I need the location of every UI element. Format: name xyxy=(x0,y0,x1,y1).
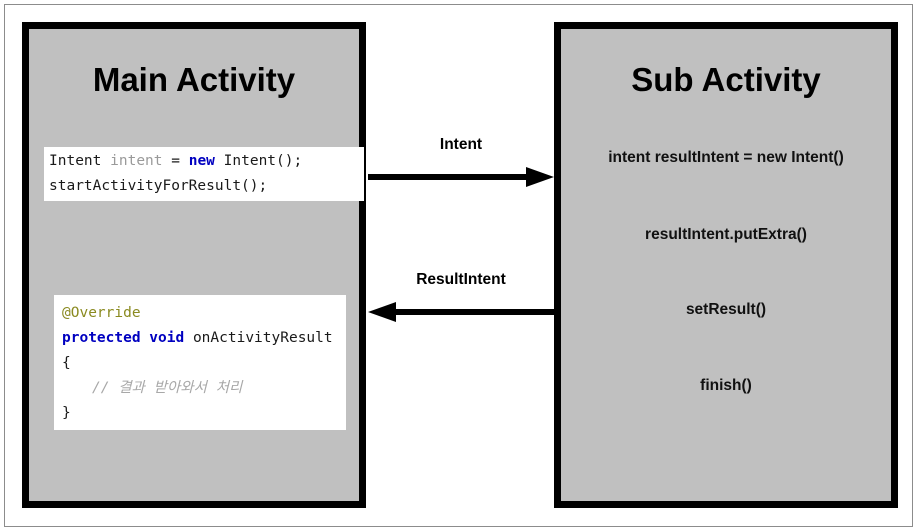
token-space xyxy=(101,153,110,169)
code-block-start-activity: Intent intent = new Intent(); startActiv… xyxy=(44,147,364,201)
code-line-start-activity-for-result: startActivityForResult(); xyxy=(49,178,268,194)
token-modifier-protected-void: protected void xyxy=(62,330,185,346)
token-ctor-call: Intent(); xyxy=(214,153,303,169)
code-block-on-activity-result: @Override protected void onActivityResul… xyxy=(54,295,346,430)
code-line-comment: // 결과 받아와서 처리 xyxy=(92,380,243,396)
code-line-brace-open: { xyxy=(62,355,71,371)
code-line-intent-decl: Intent intent = new Intent(); xyxy=(49,149,364,174)
sub-activity-step-put-extra: resultIntent.putExtra() xyxy=(645,226,807,243)
sub-activity-title: Sub Activity xyxy=(631,61,821,98)
code-line-override-annotation: @Override xyxy=(62,305,141,321)
main-activity-title: Main Activity xyxy=(92,61,296,98)
sub-activity-box: Sub Activity intent resultIntent = new I… xyxy=(554,22,898,508)
token-assign: = xyxy=(162,153,189,169)
code-line-brace-close: } xyxy=(62,405,71,421)
token-keyword-new: new xyxy=(188,153,215,169)
arrow-resultintent-label: ResultIntent xyxy=(416,271,506,288)
arrow-intent-group: Intent xyxy=(368,136,554,188)
sub-activity-step-set-result: setResult() xyxy=(685,301,767,318)
code-line-method-signature: protected void onActivityResult xyxy=(62,326,346,351)
arrow-resultintent-group: ResultIntent xyxy=(368,271,554,323)
token-type-intent: Intent xyxy=(49,153,102,169)
token-method-name: onActivityResult xyxy=(184,330,333,346)
sub-activity-step-finish: finish() xyxy=(700,377,752,394)
token-var-intent: intent xyxy=(110,153,163,169)
main-activity-box: Main Activity Intent intent = new Intent… xyxy=(22,22,366,508)
arrow-right-icon xyxy=(368,167,554,187)
arrow-intent-label: Intent xyxy=(439,136,483,153)
arrow-left-icon xyxy=(368,302,554,322)
sub-activity-step-create-intent: intent resultIntent = new Intent() xyxy=(608,149,844,166)
